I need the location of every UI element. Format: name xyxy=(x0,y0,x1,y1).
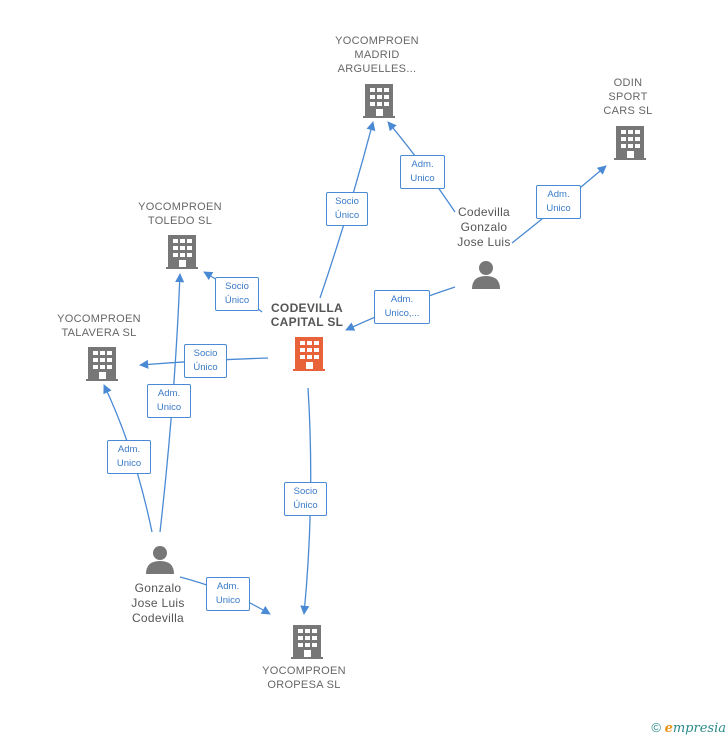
person-icon[interactable] xyxy=(471,259,501,289)
building-icon-main[interactable] xyxy=(293,337,325,371)
edge-label-person1-madrid[interactable]: Adm.Unico xyxy=(400,155,445,189)
building-icon[interactable] xyxy=(166,235,198,269)
building-icon[interactable] xyxy=(614,126,646,160)
copyright-symbol: © xyxy=(651,720,661,735)
footer-brand: © empresia xyxy=(651,720,726,736)
edge-label-person2-toledo[interactable]: Adm.Unico xyxy=(147,384,191,418)
building-icon[interactable] xyxy=(363,84,395,118)
brand-logo: empresia xyxy=(664,721,726,736)
edge-label-person2-oropesa[interactable]: Adm.Unico xyxy=(206,577,250,611)
building-icon[interactable] xyxy=(86,347,118,381)
person-icon[interactable] xyxy=(145,544,175,574)
edge-label-person1-odin[interactable]: Adm.Unico xyxy=(536,185,581,219)
building-icon[interactable] xyxy=(291,625,323,659)
edge-label-person1-capital[interactable]: Adm.Unico,... xyxy=(374,290,430,324)
edge-label-person2-talavera[interactable]: Adm.Unico xyxy=(107,440,151,474)
